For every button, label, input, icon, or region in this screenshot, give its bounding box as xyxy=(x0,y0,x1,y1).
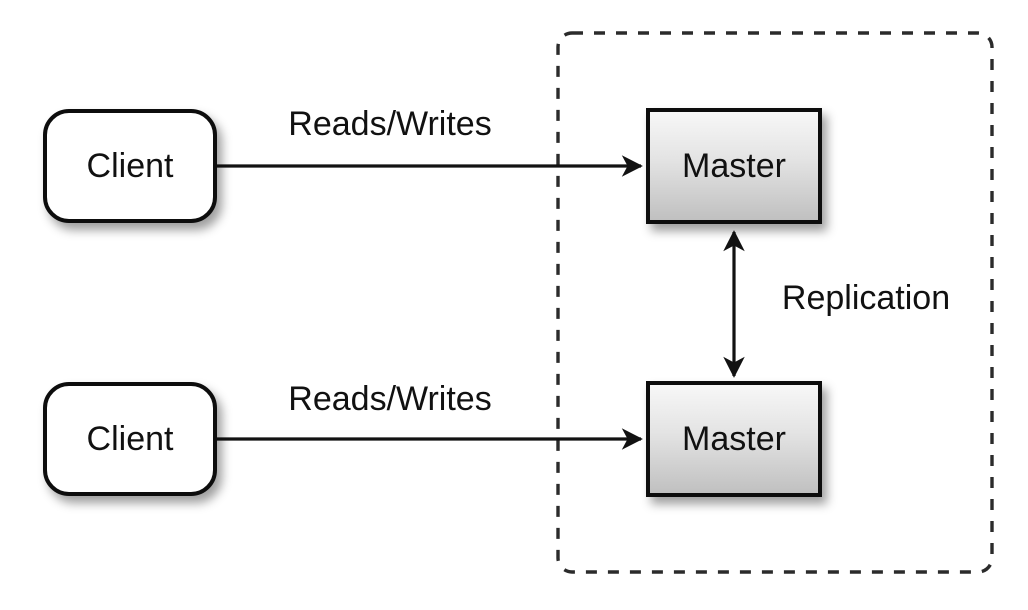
client-top-box[interactable] xyxy=(43,109,217,223)
master-bottom-box[interactable] xyxy=(646,381,822,497)
node-client-bottom[interactable]: Client xyxy=(43,382,217,496)
client-bottom-label: Client xyxy=(87,420,174,458)
edge-reads-writes-bottom: Reads/Writes xyxy=(215,380,643,450)
master-top-box[interactable] xyxy=(646,108,822,224)
edge-label-reads-writes-bottom: Reads/Writes xyxy=(288,380,491,418)
client-bottom-box[interactable] xyxy=(43,382,217,496)
client-top-label: Client xyxy=(87,147,174,185)
edge-replication: Replication xyxy=(723,230,950,378)
edge-reads-writes-top: Reads/Writes xyxy=(215,105,643,177)
edge-label-reads-writes-top: Reads/Writes xyxy=(288,105,491,143)
node-master-bottom[interactable]: Master xyxy=(646,381,822,497)
master-top-label: Master xyxy=(682,147,786,185)
edge-label-replication: Replication xyxy=(782,279,950,317)
replication-zone-boundary xyxy=(556,31,994,574)
node-master-top[interactable]: Master xyxy=(646,108,822,224)
master-bottom-label: Master xyxy=(682,420,786,458)
node-client-top[interactable]: Client xyxy=(43,109,217,223)
